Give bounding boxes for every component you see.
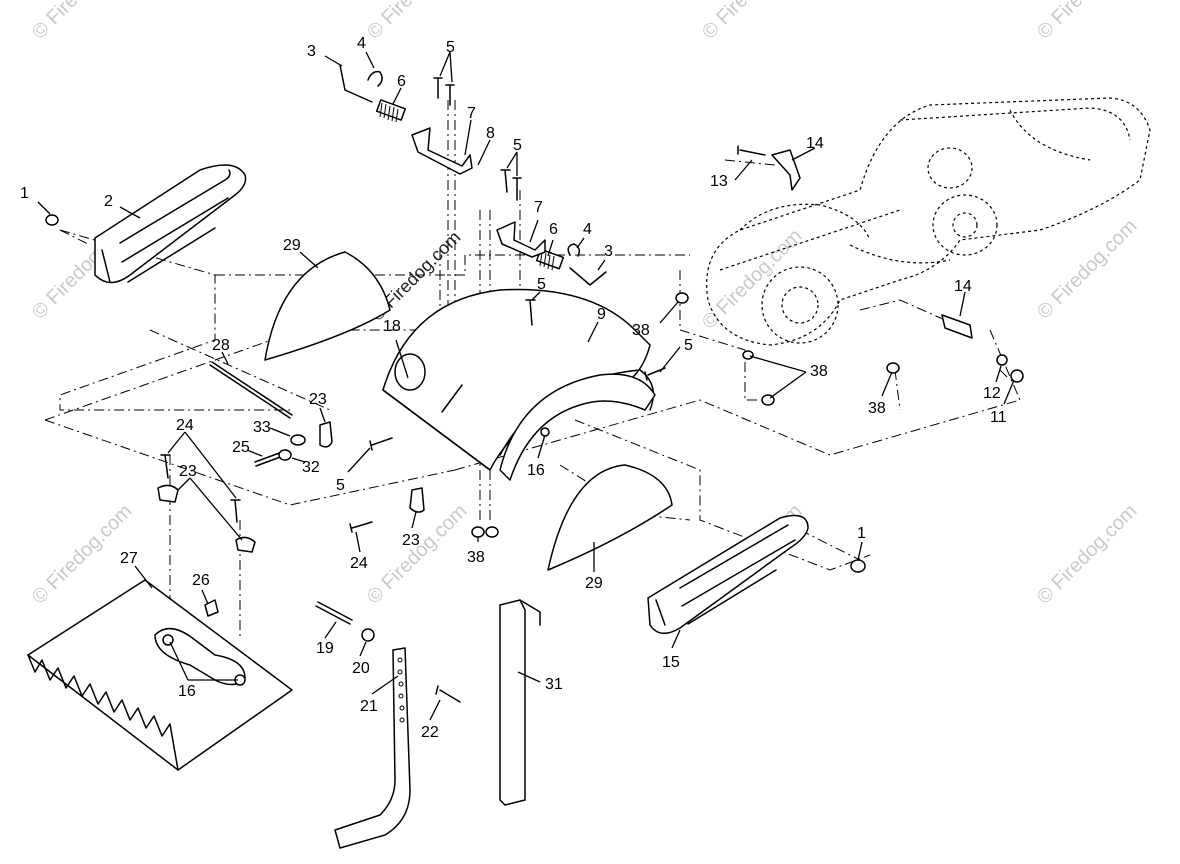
callout-7: 7 (534, 199, 543, 216)
callout-38: 38 (632, 322, 650, 339)
callout-28: 28 (212, 337, 230, 354)
callout-21: 21 (360, 698, 378, 715)
callout-5: 5 (537, 276, 546, 293)
callout-13: 13 (710, 173, 728, 190)
clamp-group (157, 421, 425, 553)
callout-6: 6 (549, 221, 558, 238)
callout-11: 11 (990, 409, 1007, 426)
clip-4-left (367, 70, 383, 87)
callout-5: 5 (684, 337, 693, 354)
bracket-14-top (771, 149, 801, 191)
callout-18: 18 (383, 318, 401, 335)
callout-32: 32 (302, 459, 320, 476)
callout-23: 23 (309, 391, 327, 408)
callout-1: 1 (20, 185, 29, 202)
callout-9: 9 (597, 306, 606, 323)
callout-33: 33 (253, 419, 271, 436)
callout-22: 22 (421, 724, 439, 741)
callout-8: 8 (486, 125, 495, 142)
callout-19: 19 (316, 640, 334, 657)
watermark-text: © Firedog.com (363, 500, 472, 609)
pin-19 (315, 601, 353, 625)
callout-29: 29 (585, 575, 603, 592)
rod-28 (209, 361, 293, 419)
depth-bar (334, 647, 411, 849)
callout-23: 23 (179, 463, 197, 480)
callout-26: 26 (192, 572, 210, 589)
callout-2: 2 (104, 193, 113, 210)
callout-5: 5 (336, 477, 345, 494)
side-plate-left (94, 164, 247, 284)
callout-27: 27 (120, 550, 138, 567)
callout-38: 38 (467, 549, 485, 566)
drag-bar (499, 599, 541, 806)
callout-4: 4 (583, 221, 592, 238)
callout-20: 20 (352, 660, 370, 677)
callout-23: 23 (402, 532, 420, 549)
callout-24: 24 (350, 555, 368, 572)
callout-7: 7 (467, 105, 476, 122)
callout-15: 15 (662, 654, 680, 671)
side-plate-right (647, 514, 809, 634)
lever-3-right (569, 267, 607, 286)
callout-layer: 1 2 3 4 5 6 7 8 5 7 6 4 3 29 5 9 18 28 2… (20, 35, 1007, 741)
bracket-7-right (496, 221, 546, 258)
watermark-text: © Firedog.com (28, 0, 137, 44)
callout-4: 4 (357, 35, 366, 52)
callout-3: 3 (604, 243, 613, 260)
leader-lines (37, 51, 1015, 721)
callout-29: 29 (283, 237, 301, 254)
callout-1: 1 (857, 525, 866, 542)
callout-31: 31 (545, 676, 563, 693)
flap-lower (547, 464, 673, 571)
watermark-text: © Firedog.com (363, 0, 472, 44)
callout-5: 5 (513, 137, 522, 154)
callout-3: 3 (307, 43, 316, 60)
callout-14: 14 (954, 278, 972, 295)
watermark-text: © Firedog.com (1033, 0, 1142, 44)
bracket-7-left (411, 127, 473, 175)
pin-25 (254, 451, 284, 467)
watermark-text: © Firedog.com (1033, 215, 1142, 324)
nut-group (45, 214, 1024, 686)
clip-4-right (567, 243, 581, 257)
callout-6: 6 (397, 73, 406, 90)
tine-hood (382, 288, 656, 481)
callout-14: 14 (806, 135, 824, 152)
callout-16: 16 (178, 683, 196, 700)
spring-6-left (375, 99, 407, 123)
watermark-text: © Firedog.com (698, 0, 807, 44)
watermark-text: © Firedog.com (698, 225, 807, 334)
callout-24: 24 (176, 417, 194, 434)
callout-5: 5 (446, 39, 455, 56)
bracket-14-right (941, 314, 973, 339)
flap-upper (264, 251, 391, 361)
callout-38: 38 (810, 363, 828, 380)
callout-16: 16 (527, 462, 545, 479)
tiller-transmission (706, 97, 1151, 346)
callout-25: 25 (232, 439, 250, 456)
watermark-text: © Firedog.com (1033, 500, 1142, 609)
callout-12: 12 (983, 385, 1001, 402)
bolt-group (160, 77, 766, 703)
callout-38: 38 (868, 400, 886, 417)
depth-plate (27, 579, 293, 771)
lever-3-left (339, 64, 373, 103)
